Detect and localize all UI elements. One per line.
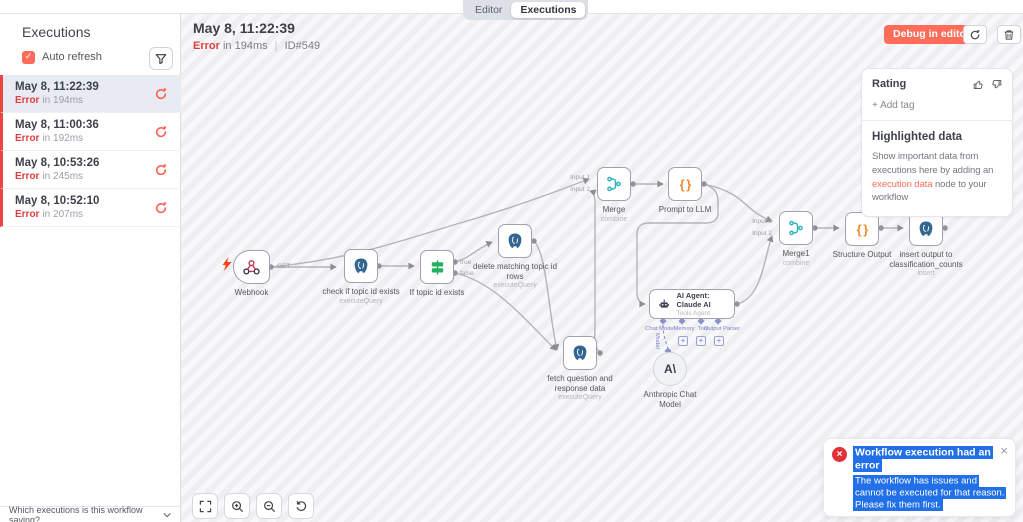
node-webhook[interactable]: Webhook (233, 250, 270, 297)
trash-icon (1004, 29, 1014, 40)
trigger-lightning-icon (222, 257, 232, 271)
thumbs-down-icon[interactable] (991, 79, 1002, 90)
merge-icon (789, 220, 803, 236)
panel-divider (862, 120, 1012, 121)
retry-icon[interactable] (154, 163, 168, 177)
zoom-out-icon (263, 500, 275, 512)
close-icon[interactable]: × (1000, 443, 1008, 458)
node-ai-agent-claude[interactable]: AI Agent: Claude AI Tools Agent (649, 289, 735, 319)
refresh-icon (970, 29, 980, 39)
add-tag-button[interactable]: + Add tag (872, 100, 915, 111)
agent-port-output-parser: Output Parser (703, 326, 741, 332)
model-edge-label: Model (654, 333, 660, 349)
reset-view-button[interactable] (288, 493, 314, 519)
footer-question: Which executions is this workflow saving… (9, 504, 143, 522)
postgres-icon (508, 233, 522, 248)
highlighted-data-text: Show important data from executions here… (872, 151, 994, 204)
braces-icon: { } (679, 176, 692, 192)
execution-date: May 8, 10:53:26 (15, 157, 100, 169)
filter-button[interactable] (149, 47, 173, 70)
execution-date: May 8, 11:22:39 (15, 81, 99, 93)
webhook-icon (243, 259, 260, 275)
execution-title: May 8, 11:22:39 (193, 20, 295, 36)
auto-refresh-label[interactable]: Auto refresh (42, 51, 102, 63)
node-prompt-to-llm[interactable]: { } Prompt to LLM (659, 167, 711, 214)
execution-date: May 8, 10:52:10 (15, 195, 100, 207)
execution-meta: Error in 194ms | ID#549 (193, 40, 321, 52)
view-tabs: Editor Executions (463, 0, 589, 20)
fit-view-icon (199, 500, 211, 512)
agent-port-tool: Tool (697, 326, 709, 332)
merge-input1-label: Input 1 (570, 174, 590, 181)
zoom-out-button[interactable] (256, 493, 282, 519)
chevron-down-icon (163, 512, 171, 517)
postgres-icon (573, 345, 587, 360)
node-anthropic-chat-model[interactable]: A\ Anthropic Chat Model (644, 352, 696, 409)
auto-refresh-checkbox[interactable]: ✓ (22, 51, 35, 64)
fit-view-button[interactable] (192, 493, 218, 519)
anthropic-icon: A\ (664, 362, 676, 376)
node-if-topic-id-exists[interactable]: If topic id exists (410, 250, 464, 297)
thumbs-up-icon[interactable] (973, 79, 984, 90)
add-output-parser-button[interactable]: + (714, 336, 724, 346)
delete-execution-button[interactable] (997, 25, 1021, 44)
tab-executions[interactable]: Executions (511, 2, 586, 18)
add-tool-button[interactable]: + (696, 336, 706, 346)
robot-icon (659, 299, 670, 308)
sidebar-title: Executions (22, 24, 91, 40)
toast-title: Workflow execution had an error (853, 445, 993, 472)
debug-in-editor-button[interactable]: Debug in editor (884, 25, 979, 44)
braces-icon: { } (856, 221, 869, 237)
postgres-icon (354, 258, 368, 273)
retry-icon[interactable] (154, 125, 168, 139)
zoom-in-button[interactable] (224, 493, 250, 519)
sidebar-controls: ✓ Auto refresh (0, 47, 181, 75)
node-structure-output[interactable]: { } Structure Output (833, 212, 891, 259)
highlighted-data-title: Highlighted data (872, 131, 963, 143)
retry-icon[interactable] (154, 87, 168, 101)
execution-data-link[interactable]: execution data (872, 178, 933, 190)
executions-sidebar: Executions ✓ Auto refresh May 8, 11:22:3… (0, 14, 181, 522)
checkmark-icon: ✓ (24, 52, 33, 62)
edge-label-get: GET (277, 263, 291, 270)
refresh-execution-button[interactable] (963, 25, 987, 44)
add-memory-button[interactable]: + (678, 336, 688, 346)
error-toast: × × Workflow execution had an error The … (823, 438, 1016, 517)
postgres-icon (919, 221, 933, 236)
tab-editor[interactable]: Editor (475, 4, 503, 16)
execution-date: May 8, 11:00:36 (15, 119, 99, 131)
toast-message: The workflow has issues and cannot be ex… (853, 474, 1007, 512)
funnel-icon (155, 53, 167, 64)
agent-port-memory: Memory (673, 326, 695, 332)
merge-input2-label: Input 2 (570, 186, 590, 193)
merge1-input1-label: Input 1 (752, 218, 772, 225)
rating-label: Rating (872, 78, 907, 90)
reset-view-icon (296, 500, 306, 511)
if-signpost-icon (431, 259, 443, 275)
error-badge-icon: × (832, 447, 847, 462)
zoom-in-icon (231, 500, 243, 512)
merge1-input2-label: Input 2 (752, 230, 772, 237)
execution-header: May 8, 11:22:39 Error in 194ms | ID#549 (193, 20, 320, 52)
merge-icon (607, 176, 621, 192)
agent-port-chat-model: Chat Model (645, 326, 675, 332)
sidebar-footer[interactable]: Which executions is this workflow saving… (0, 504, 180, 522)
retry-icon[interactable] (154, 201, 168, 215)
execution-details-panel: Rating + Add tag Highlighted data Show i… (861, 68, 1013, 218)
